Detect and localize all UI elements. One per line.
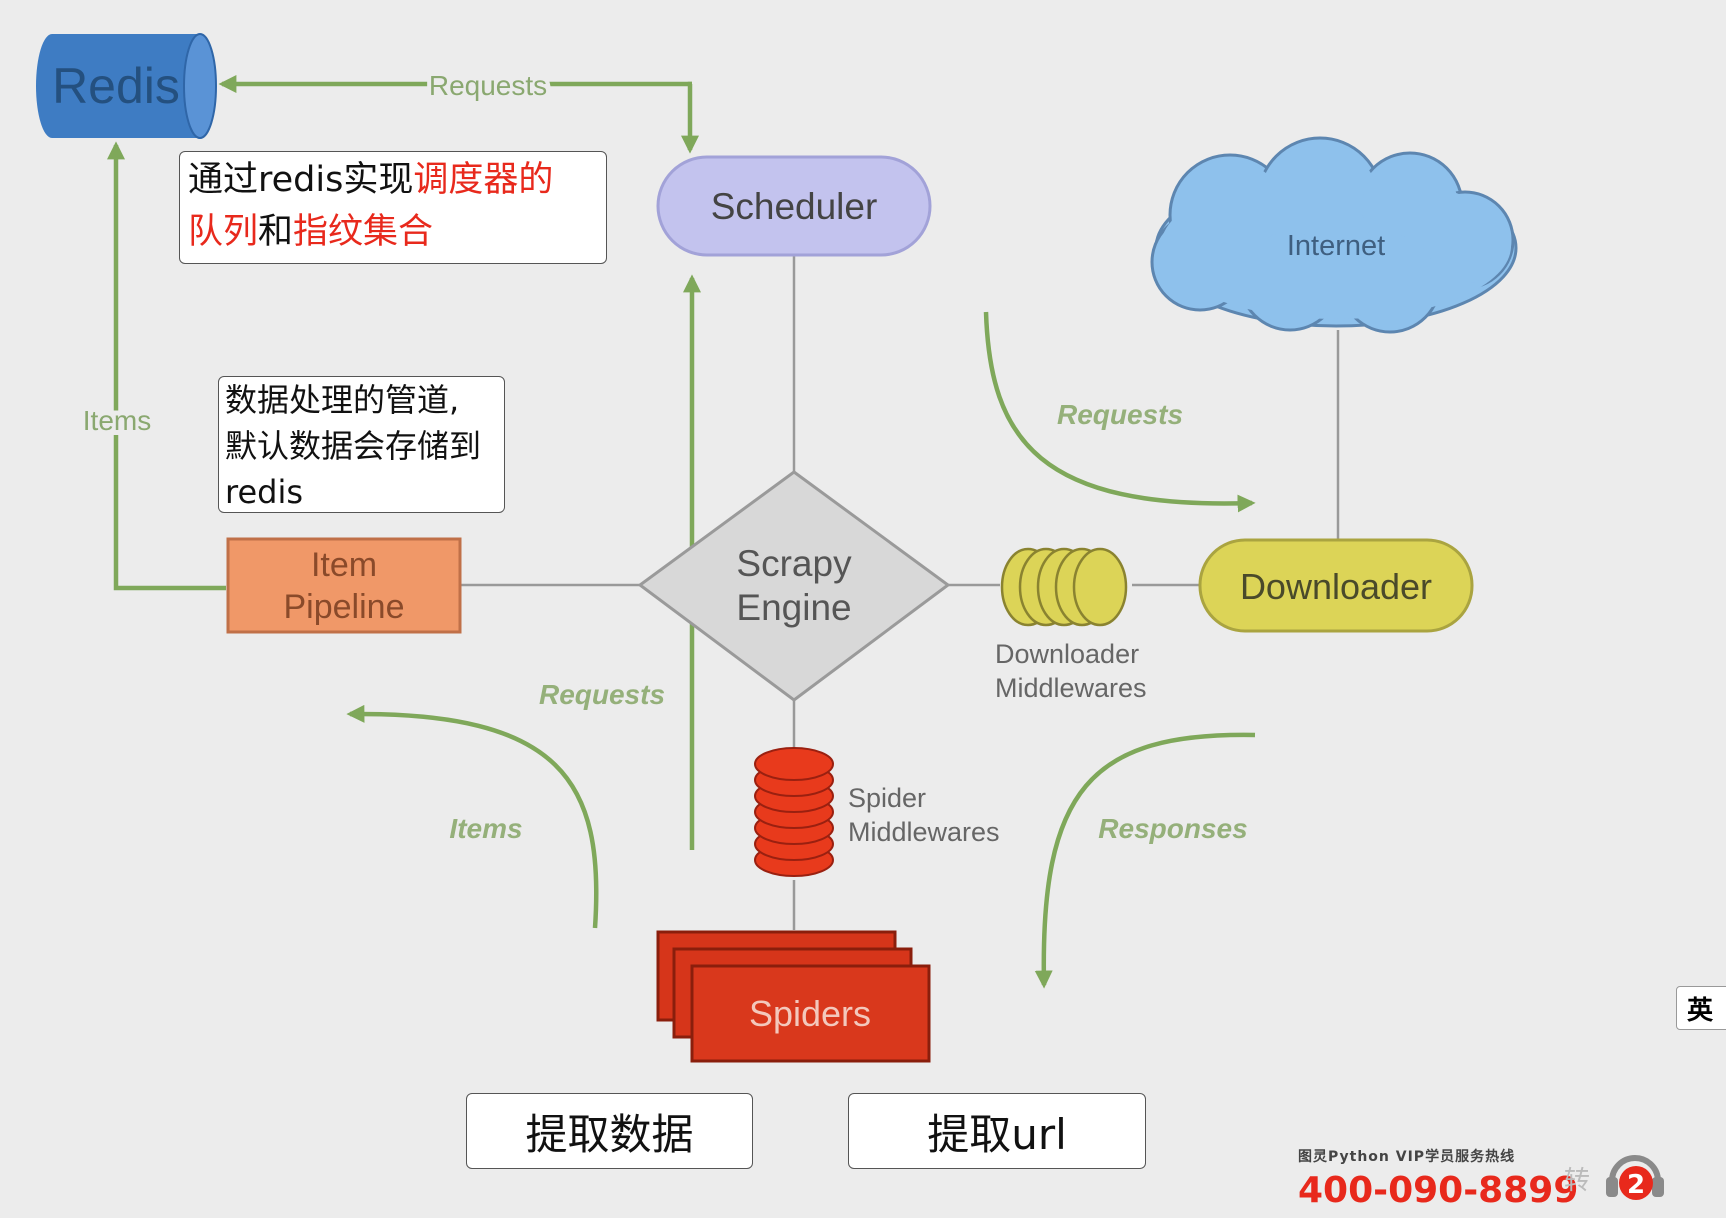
engine-label-line2: Engine bbox=[736, 587, 851, 628]
downloader-label: Downloader bbox=[1240, 566, 1432, 607]
arrow-requests-to-downloader bbox=[983, 311, 1256, 513]
middleware-stack-icon bbox=[754, 747, 834, 877]
pipeline-annotation-note: 数据处理的管道, 默认数据会存储到 redis bbox=[218, 376, 505, 513]
redis-label: Redis bbox=[52, 58, 180, 114]
arrow-responses-to-spiders bbox=[1034, 732, 1256, 989]
extract-data-box: 提取数据 bbox=[466, 1093, 753, 1169]
edge-label-downloader-requests: Requests bbox=[1057, 399, 1183, 430]
extract-url-box: 提取url bbox=[848, 1093, 1146, 1169]
pipeline-note-line1: 数据处理的管道, bbox=[225, 381, 460, 419]
scheduler-node bbox=[656, 155, 932, 257]
edge-label-responses: Responses bbox=[1098, 813, 1247, 844]
scheduler-label: Scheduler bbox=[711, 186, 878, 227]
headset-icon: 2 bbox=[1606, 1155, 1664, 1200]
service-hotline: 图灵Python VIP学员服务热线 400-090-8899 bbox=[1298, 1146, 1578, 1211]
redis-annotation-note: 通过redis实现调度器的 队列和指纹集合 bbox=[179, 151, 607, 264]
internet-label: Internet bbox=[1287, 230, 1385, 262]
edge-label-spider-items: Items bbox=[449, 813, 522, 844]
connector-lines bbox=[460, 253, 1340, 930]
pipeline-note-line2: 默认数据会存储到 bbox=[225, 427, 482, 465]
redis-note-part1: 通过redis实现 bbox=[188, 160, 414, 200]
flow-arrows bbox=[107, 75, 1256, 989]
headset-badge: 2 bbox=[1627, 1170, 1645, 1200]
redis-note-part3: 队列 bbox=[188, 212, 259, 252]
spider-mw-label-line2: Middlewares bbox=[848, 817, 1000, 847]
item-pipeline-node bbox=[226, 537, 462, 634]
edge-label-redis-requests: Requests bbox=[429, 70, 547, 101]
redis-note-part4: 和 bbox=[258, 212, 294, 252]
edge-label-spider-requests: Requests bbox=[539, 679, 665, 710]
middleware-rings-icon bbox=[1000, 547, 1128, 627]
pipeline-label-line1: Item bbox=[311, 546, 377, 584]
spider-mw-label-line1: Spider bbox=[848, 783, 926, 813]
arrow-requests-redis-to-scheduler bbox=[681, 81, 699, 154]
pipeline-label-line2: Pipeline bbox=[284, 588, 405, 626]
redis-note-part2: 调度器的 bbox=[413, 160, 554, 200]
ime-label: 英 bbox=[1687, 995, 1714, 1026]
hotline-caption: 图灵Python VIP学员服务热线 bbox=[1298, 1149, 1516, 1165]
engine-label-line1: Scrapy bbox=[736, 543, 852, 584]
spiders-label: Spiders bbox=[749, 993, 871, 1034]
redis-cylinder-icon bbox=[36, 33, 217, 139]
arrow-items-to-redis bbox=[107, 141, 226, 591]
ime-language-indicator[interactable]: 英 bbox=[1676, 986, 1726, 1030]
pipeline-note-line3: redis bbox=[225, 473, 304, 511]
downloader-mw-label-line1: Downloader bbox=[995, 639, 1139, 669]
downloader-node bbox=[1198, 538, 1474, 633]
scrapy-engine-node bbox=[637, 470, 951, 702]
redis-note-part5: 指纹集合 bbox=[293, 212, 434, 252]
spiders-node bbox=[656, 930, 931, 1063]
arrow-items-to-pipeline bbox=[346, 704, 599, 929]
edge-label-redis-items: Items bbox=[83, 405, 151, 436]
hotline-number: 400-090-8899 bbox=[1298, 1170, 1579, 1211]
hotline-zhuan: 转 bbox=[1564, 1166, 1591, 1196]
downloader-mw-label-line2: Middlewares bbox=[995, 673, 1147, 703]
